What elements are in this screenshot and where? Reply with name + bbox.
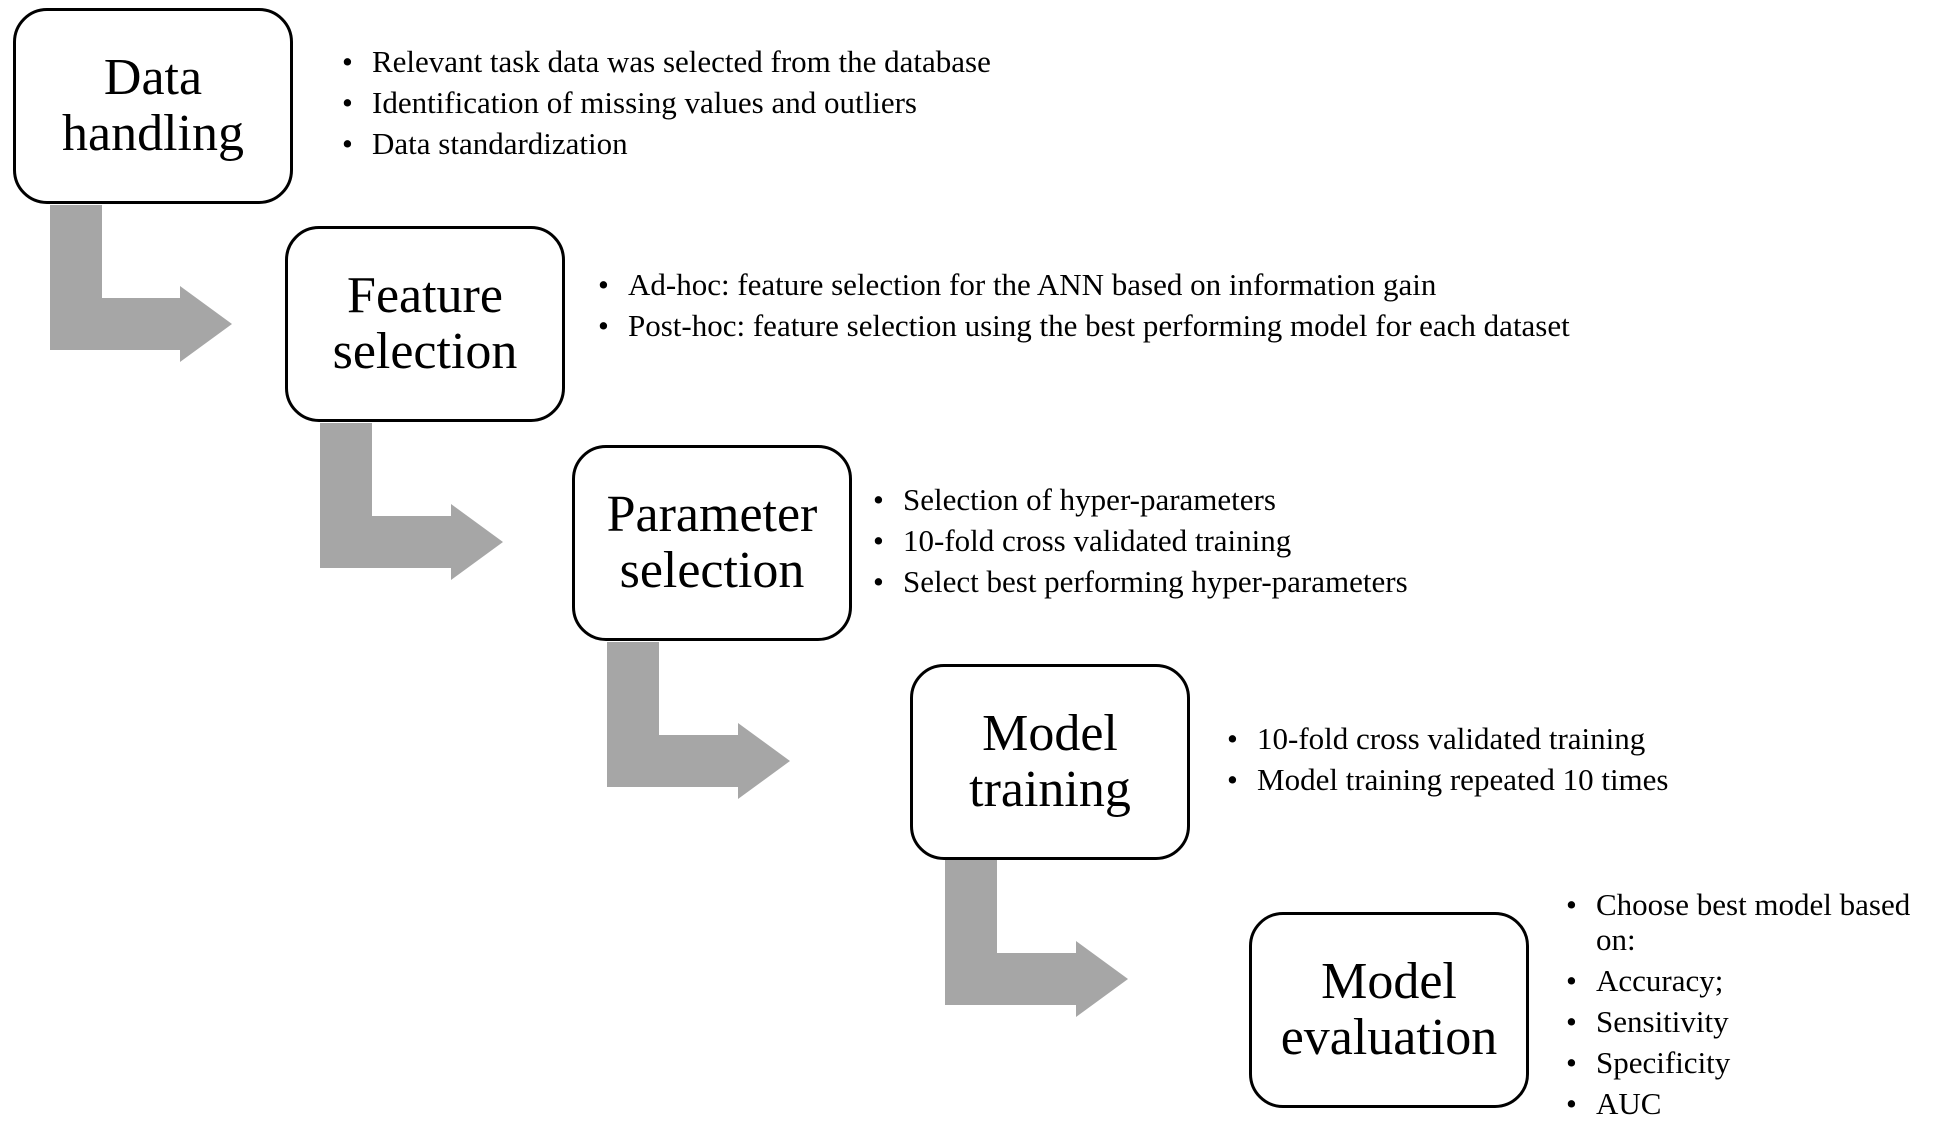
elbow-arrow <box>607 642 790 799</box>
step-box-model-training: Model training <box>910 664 1190 860</box>
step-bullets-data-handling: Relevant task data was selected from the… <box>342 44 1102 167</box>
bullet-item: Accuracy; <box>1566 963 1950 998</box>
bullet-item: 10-fold cross validated training <box>1227 721 1847 756</box>
step-title-line: Model <box>1321 953 1457 1010</box>
step-box-model-evaluation: Model evaluation <box>1249 912 1529 1108</box>
bullet-item: Choose best model based on: <box>1566 887 1950 957</box>
step-title-line: selection <box>332 323 518 380</box>
step-title-line: Data <box>103 49 203 106</box>
step-title-line: Parameter <box>606 486 818 543</box>
step-title-line: handling <box>62 105 244 162</box>
step-title-line: Model <box>982 705 1118 762</box>
step-bullets-parameter-selection: Selection of hyper-parameters 10-fold cr… <box>873 482 1573 605</box>
bullet-item: Model training repeated 10 times <box>1227 762 1847 797</box>
bullet-item: Selection of hyper-parameters <box>873 482 1573 517</box>
bullet-item: 10-fold cross validated training <box>873 523 1573 558</box>
bullet-item: Select best performing hyper-parameters <box>873 564 1573 599</box>
bullet-item: AUC <box>1566 1086 1950 1121</box>
step-box-parameter-selection: Parameter selection <box>572 445 852 641</box>
bullet-item: Identification of missing values and out… <box>342 85 1102 120</box>
bullet-item: Data standardization <box>342 126 1102 161</box>
bullet-item: Sensitivity <box>1566 1004 1950 1039</box>
bullet-item: Relevant task data was selected from the… <box>342 44 1102 79</box>
step-title-line: selection <box>619 542 805 599</box>
elbow-arrow <box>945 860 1128 1017</box>
step-title-line: Feature <box>347 267 503 324</box>
bullet-item: Specificity <box>1566 1045 1950 1080</box>
step-title-line: training <box>969 761 1131 818</box>
elbow-arrow <box>50 205 232 362</box>
bullet-item: Ad-hoc: feature selection for the ANN ba… <box>598 267 1598 302</box>
step-title-line: evaluation <box>1280 1009 1498 1066</box>
step-box-feature-selection: Feature selection <box>285 226 565 422</box>
step-bullets-model-training: 10-fold cross validated training Model t… <box>1227 721 1847 803</box>
elbow-arrow <box>320 423 503 580</box>
step-bullets-model-evaluation: Choose best model based on: Accuracy; Se… <box>1566 887 1950 1127</box>
step-bullets-feature-selection: Ad-hoc: feature selection for the ANN ba… <box>598 267 1598 349</box>
bullet-item: Post-hoc: feature selection using the be… <box>598 308 1598 343</box>
step-box-data-handling: Data handling <box>13 8 293 204</box>
